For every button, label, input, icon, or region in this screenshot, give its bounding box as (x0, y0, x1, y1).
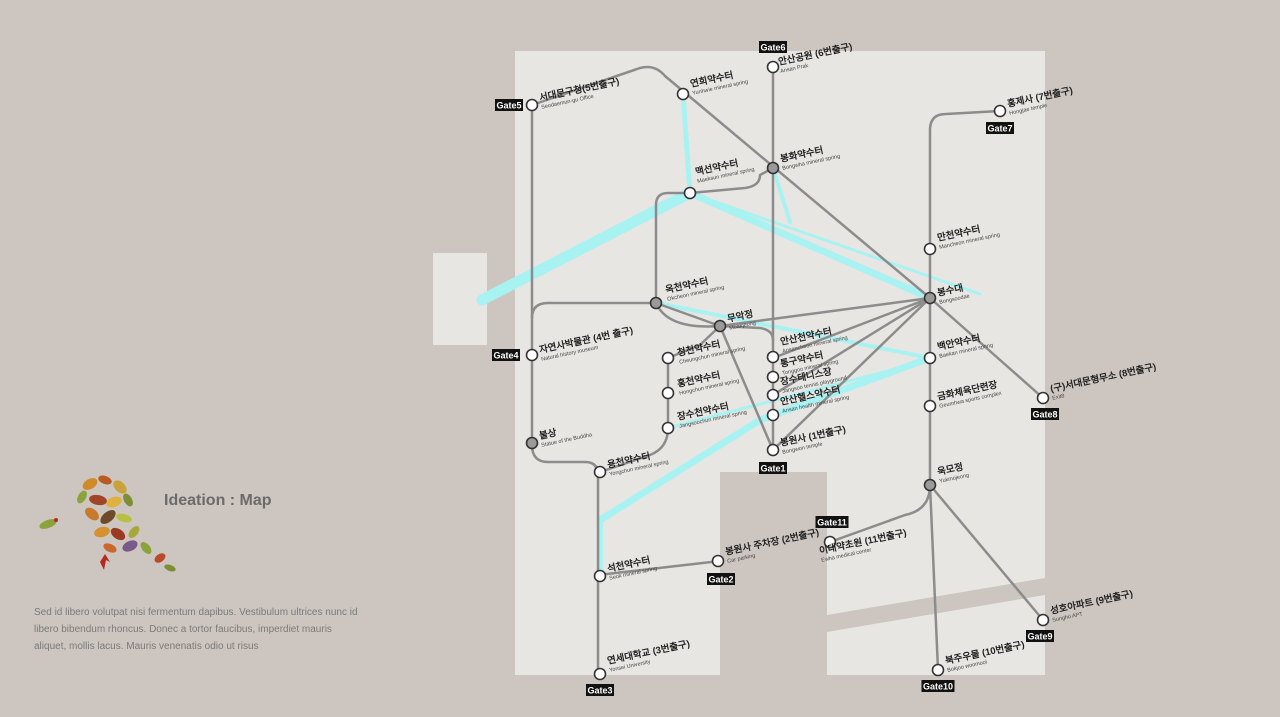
station-name: 봉수대 (936, 282, 964, 299)
gate-label: Gate8 (1032, 410, 1057, 420)
station-marker-bongwonsa-parking[interactable] (711, 554, 725, 568)
station-marker-bongsudae[interactable] (923, 291, 937, 305)
gate-label: Gate1 (760, 464, 785, 474)
station-name: 성호아파트 (9번출구) (1049, 588, 1134, 617)
station-marker-bukju[interactable] (931, 663, 945, 677)
station-marker-old-prison[interactable] (1036, 391, 1050, 405)
gate-label: Gate3 (587, 686, 612, 696)
station-english-name: Ansan Prak (780, 63, 809, 75)
gate-badge-g6[interactable]: Gate6 (759, 41, 787, 53)
station-markers (525, 60, 1050, 681)
gate-badge-g8[interactable]: Gate8 (1031, 408, 1059, 420)
station-name: (구)서대문형무소 (8번출구) (1049, 361, 1157, 395)
gate-badge-g3[interactable]: Gate3 (586, 684, 614, 696)
station-name: 욱모정 (936, 461, 964, 478)
station-english-name: Car parking (727, 553, 756, 565)
station-marker-tonggu[interactable] (766, 370, 780, 384)
gate-badge-background (1026, 630, 1054, 642)
autumn-leaves-illustration (30, 462, 190, 582)
gate-badge-background (759, 41, 787, 53)
gate-label: Gate9 (1027, 632, 1052, 642)
station-label-sungho-apt: 성호아파트 (9번출구)Sungho APT (1049, 588, 1134, 624)
gate-labels: Gate6Gate5Gate7Gate4Gate8Gate1Gate11Gate… (492, 41, 1059, 696)
station-marker-seokcheon[interactable] (593, 569, 607, 583)
station-marker-hongje[interactable] (993, 104, 1007, 118)
gate-badge-background (759, 462, 787, 474)
station-marker-muakjeong[interactable] (713, 319, 727, 333)
gate-label: Gate6 (760, 43, 785, 53)
station-marker-bongwonsa[interactable] (766, 443, 780, 457)
station-marker-jangsucheon[interactable] (661, 421, 675, 435)
station-marker-mancheon[interactable] (923, 242, 937, 256)
station-marker-bonghwa[interactable] (766, 161, 780, 175)
gate-badge-g2[interactable]: Gate2 (707, 573, 735, 585)
gate-label: Gate11 (817, 518, 847, 528)
gate-label: Gate10 (923, 682, 953, 692)
station-labels: 안산공원 (6번출구)Ansan Prak서대문구청(5번출구)Seodaemu… (538, 41, 1157, 674)
station-name: 무악정 (726, 308, 754, 325)
gate-badge-background (707, 573, 735, 585)
gate-badge-background (986, 122, 1014, 134)
gate-badge-g1[interactable]: Gate1 (759, 462, 787, 474)
station-marker-yeonhui[interactable] (676, 87, 690, 101)
station-marker-ansan-park[interactable] (766, 60, 780, 74)
gate-badge-background (815, 516, 849, 528)
station-marker-yongcheon[interactable] (593, 465, 607, 479)
gate-badge-g11[interactable]: Gate11 (815, 516, 849, 528)
gate-badge-g9[interactable]: Gate9 (1026, 630, 1054, 642)
gate-badge-g7[interactable]: Gate7 (986, 122, 1014, 134)
gate-badge-background (586, 684, 614, 696)
page-title: Ideation : Map (164, 492, 272, 509)
gate-badge-g5[interactable]: Gate5 (495, 99, 523, 111)
map-background (433, 51, 1045, 677)
station-english-name: Exit8 (1052, 393, 1065, 401)
gate-badge-background (921, 680, 955, 692)
gate-label: Gate4 (493, 351, 518, 361)
station-marker-ansan-health[interactable] (766, 408, 780, 422)
gate-label: Gate2 (708, 575, 733, 585)
station-marker-ewha-medical[interactable] (823, 535, 837, 549)
station-marker-okcheon[interactable] (649, 296, 663, 310)
station-marker-baekan[interactable] (923, 351, 937, 365)
station-marker-sungho-apt[interactable] (1036, 613, 1050, 627)
station-marker-cheongcheon[interactable] (661, 351, 675, 365)
gate-badge-background (495, 99, 523, 111)
gate-badge-g4[interactable]: Gate4 (492, 349, 520, 361)
gate-label: Gate5 (496, 101, 521, 111)
gate-badge-g10[interactable]: Gate10 (921, 680, 955, 692)
station-english-name: Muakjeong (729, 320, 757, 331)
station-marker-yonsei[interactable] (593, 667, 607, 681)
trail-lines (530, 65, 1045, 677)
station-marker-seodaemun[interactable] (525, 98, 539, 112)
station-marker-maeksun[interactable] (683, 186, 697, 200)
station-marker-geumhwa[interactable] (923, 399, 937, 413)
station-marker-hongcheon[interactable] (661, 386, 675, 400)
station-marker-jangsu-tennis[interactable] (766, 388, 780, 402)
station-marker-natural-history[interactable] (525, 348, 539, 362)
leaf-icon (39, 475, 176, 572)
station-name: 불상 (538, 427, 558, 442)
station-marker-buddha[interactable] (525, 436, 539, 450)
station-marker-ukmojeong[interactable] (923, 478, 937, 492)
gate-label: Gate7 (987, 124, 1012, 134)
gate-badge-background (1031, 408, 1059, 420)
page-description: Sed id libero volutpat nisi fermentum da… (34, 607, 358, 652)
station-marker-ansancheon[interactable] (766, 350, 780, 364)
gate-badge-background (492, 349, 520, 361)
station-label-old-prison: (구)서대문형무소 (8번출구)Exit8 (1049, 361, 1157, 402)
